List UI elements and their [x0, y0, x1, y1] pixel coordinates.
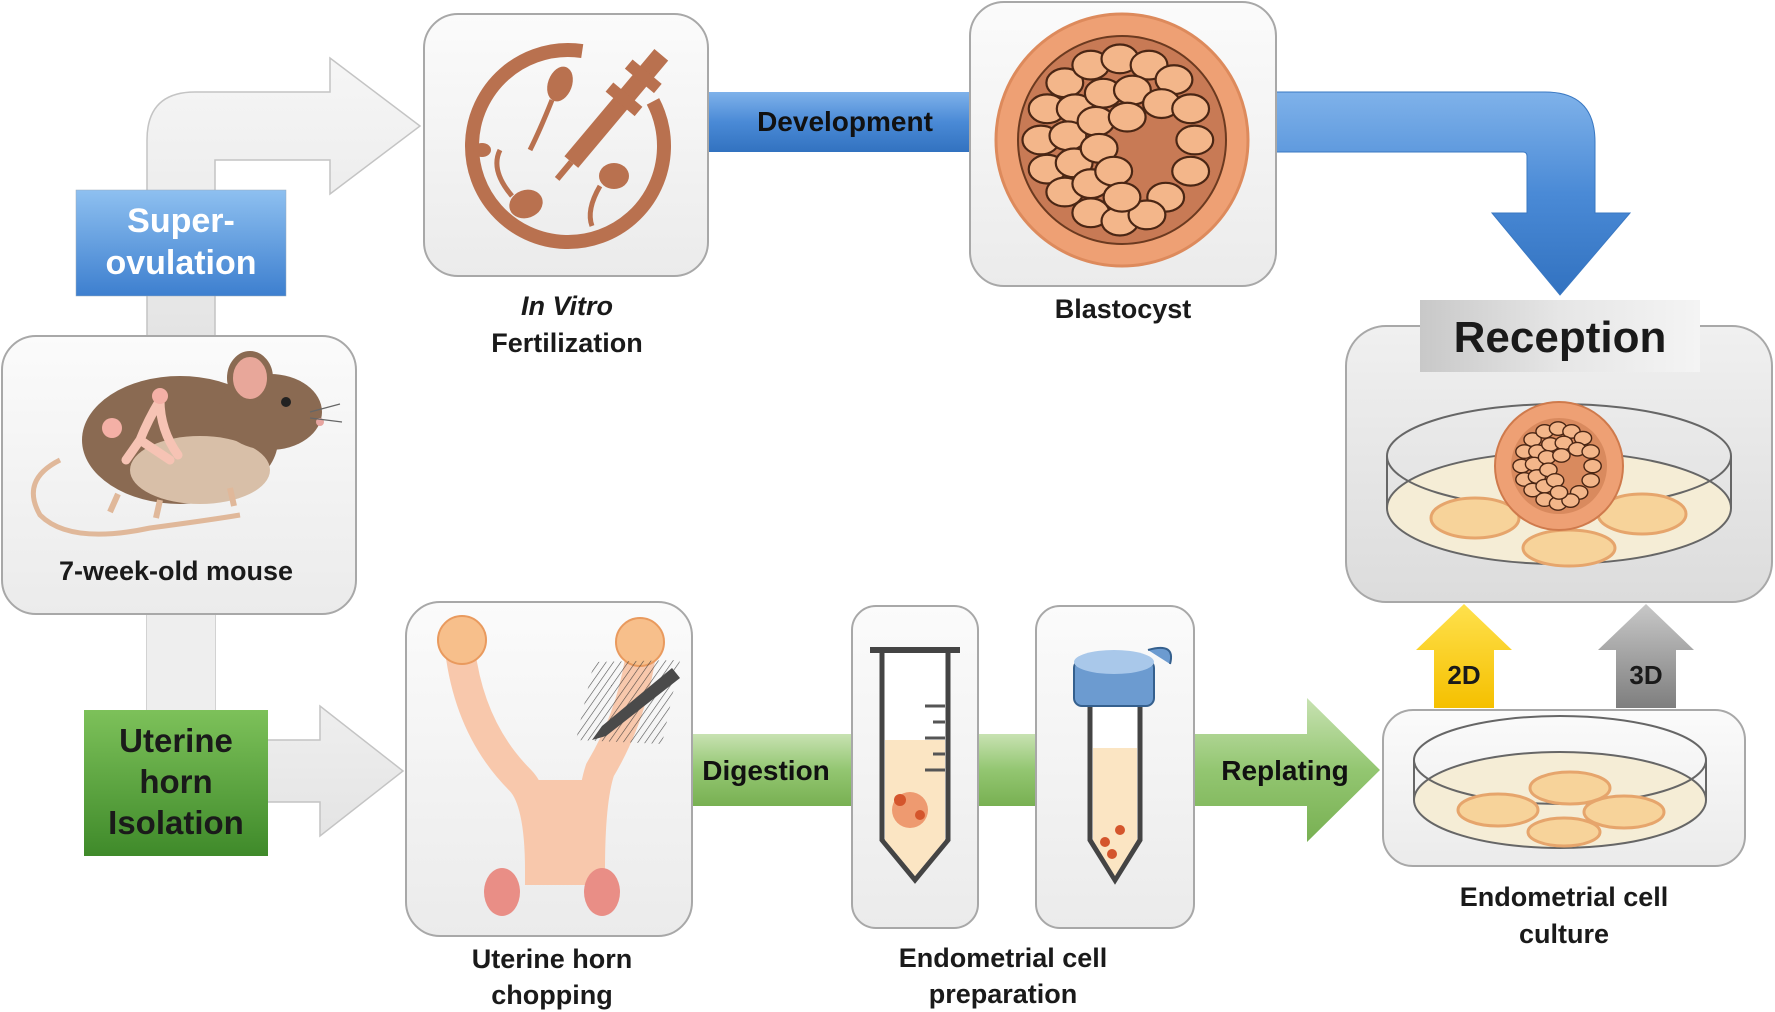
reception-arrow	[1274, 91, 1632, 296]
arrow-2d	[1416, 604, 1512, 708]
transfer-bar	[974, 734, 1038, 806]
mouse-caption: 7-week-old mouse	[59, 556, 293, 586]
development-bar	[706, 92, 972, 152]
cell	[1094, 155, 1134, 187]
tube-digestion-icon	[870, 647, 960, 884]
cell	[1549, 484, 1569, 500]
reception-title-bar	[1420, 300, 1700, 372]
blastocyst-caption: Blastocyst	[1055, 294, 1192, 324]
superovulation-label-1: Super-	[127, 202, 235, 240]
replating-arrow	[1180, 698, 1380, 842]
cell	[1552, 447, 1571, 463]
cell	[1561, 493, 1580, 509]
ivf-caption-2: Fertilization	[491, 328, 643, 358]
uterine-isolation-label-3: Isolation	[108, 804, 244, 841]
reception-dish-icon	[1386, 401, 1732, 568]
superovulation-box	[75, 189, 287, 297]
chopping-caption-2: chopping	[491, 980, 612, 1010]
chopping-caption-1: Uterine horn	[472, 944, 633, 974]
arrow-2d-label: 2D	[1447, 660, 1480, 690]
tube-prepared-icon	[1073, 646, 1172, 885]
cell	[1171, 93, 1211, 125]
culture-dish-icon	[1413, 715, 1707, 849]
prep-caption-1: Endometrial cell	[899, 943, 1108, 973]
replating-label: Replating	[1221, 755, 1349, 786]
uterine-isolation-label-2: horn	[139, 763, 212, 800]
blastocyst-icon	[994, 12, 1250, 268]
uterine-horn-icon	[437, 615, 680, 916]
development-label: Development	[757, 106, 933, 137]
superovulation-label-2: ovulation	[105, 244, 256, 282]
arrow-3d	[1598, 604, 1694, 708]
uterine-isolation-box	[84, 710, 268, 856]
cell	[1583, 458, 1602, 474]
mouse-icon	[30, 351, 343, 537]
cell	[1107, 101, 1147, 133]
culture-caption-2: culture	[1519, 919, 1609, 949]
superovulation-connector	[146, 56, 422, 337]
cell	[1581, 472, 1601, 488]
cell	[1581, 444, 1601, 460]
ivf-icon	[465, 43, 671, 249]
prep-caption-2: preparation	[929, 979, 1078, 1009]
cell	[1545, 472, 1565, 488]
cell	[1171, 155, 1211, 187]
digestion-label: Digestion	[702, 755, 830, 786]
uterine-isolation-label-1: Uterine	[119, 722, 233, 759]
ivf-caption-1: In Vitro	[521, 291, 613, 321]
cell	[1102, 181, 1142, 213]
digestion-bar	[690, 734, 855, 806]
culture-caption-1: Endometrial cell	[1460, 882, 1669, 912]
cell	[1175, 124, 1215, 156]
arrow-3d-label: 3D	[1629, 660, 1662, 690]
reception-title: Reception	[1454, 313, 1667, 362]
cell	[1127, 199, 1167, 231]
